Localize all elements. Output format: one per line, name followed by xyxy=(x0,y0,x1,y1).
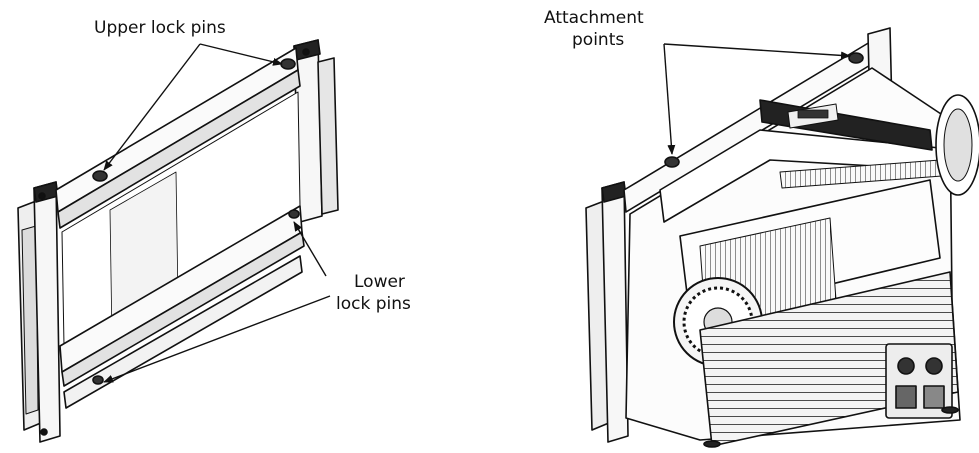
upper-lock-pin-left xyxy=(92,170,108,182)
attachment-point-left xyxy=(664,156,680,168)
display-buttons xyxy=(797,109,829,119)
bottom-bar-lip xyxy=(61,231,305,387)
connector-icon xyxy=(897,357,915,375)
right-clamp-plate xyxy=(317,57,339,215)
top-bar-lip xyxy=(57,69,301,229)
left-callout-arrows xyxy=(103,43,331,383)
power-connector-icon xyxy=(895,385,917,409)
arrow-lower-lock-pin-left xyxy=(103,295,331,383)
bolt-icon xyxy=(40,428,48,436)
foot xyxy=(941,406,959,414)
label-attachment-points-line1: Attachment xyxy=(544,8,644,28)
label-lower-lock-pins-line2: lock pins xyxy=(336,294,411,314)
lower-lock-pin-right xyxy=(288,209,300,219)
attachment-point-right xyxy=(848,52,864,64)
lower-rail xyxy=(63,255,303,409)
lower-lock-pin-left xyxy=(92,375,104,385)
upper-lock-pin-right xyxy=(280,58,296,70)
arrow-attachment-point-left xyxy=(663,43,676,155)
mounting-frame xyxy=(17,39,339,443)
arrow-upper-lock-pin-left xyxy=(103,43,201,171)
arrow-lower-lock-pin-right xyxy=(293,221,327,277)
label-attachment-points-line2: points xyxy=(572,30,625,50)
label-lower-lock-pins-line1: Lower xyxy=(354,272,405,292)
right-callout-arrows xyxy=(663,43,851,155)
rear-barrel-inner xyxy=(943,108,973,182)
left-bracket-inner xyxy=(21,225,39,415)
bolt-icon xyxy=(38,192,46,200)
mounted-fixture xyxy=(585,27,979,448)
arrow-attachment-point-right xyxy=(663,43,851,60)
foot xyxy=(703,440,721,448)
bolt-icon xyxy=(302,48,310,56)
label-upper-lock-pins: Upper lock pins xyxy=(94,18,226,38)
arrow-upper-lock-pin-right xyxy=(199,43,283,66)
data-connector-icon xyxy=(923,385,945,409)
connector-icon xyxy=(925,357,943,375)
